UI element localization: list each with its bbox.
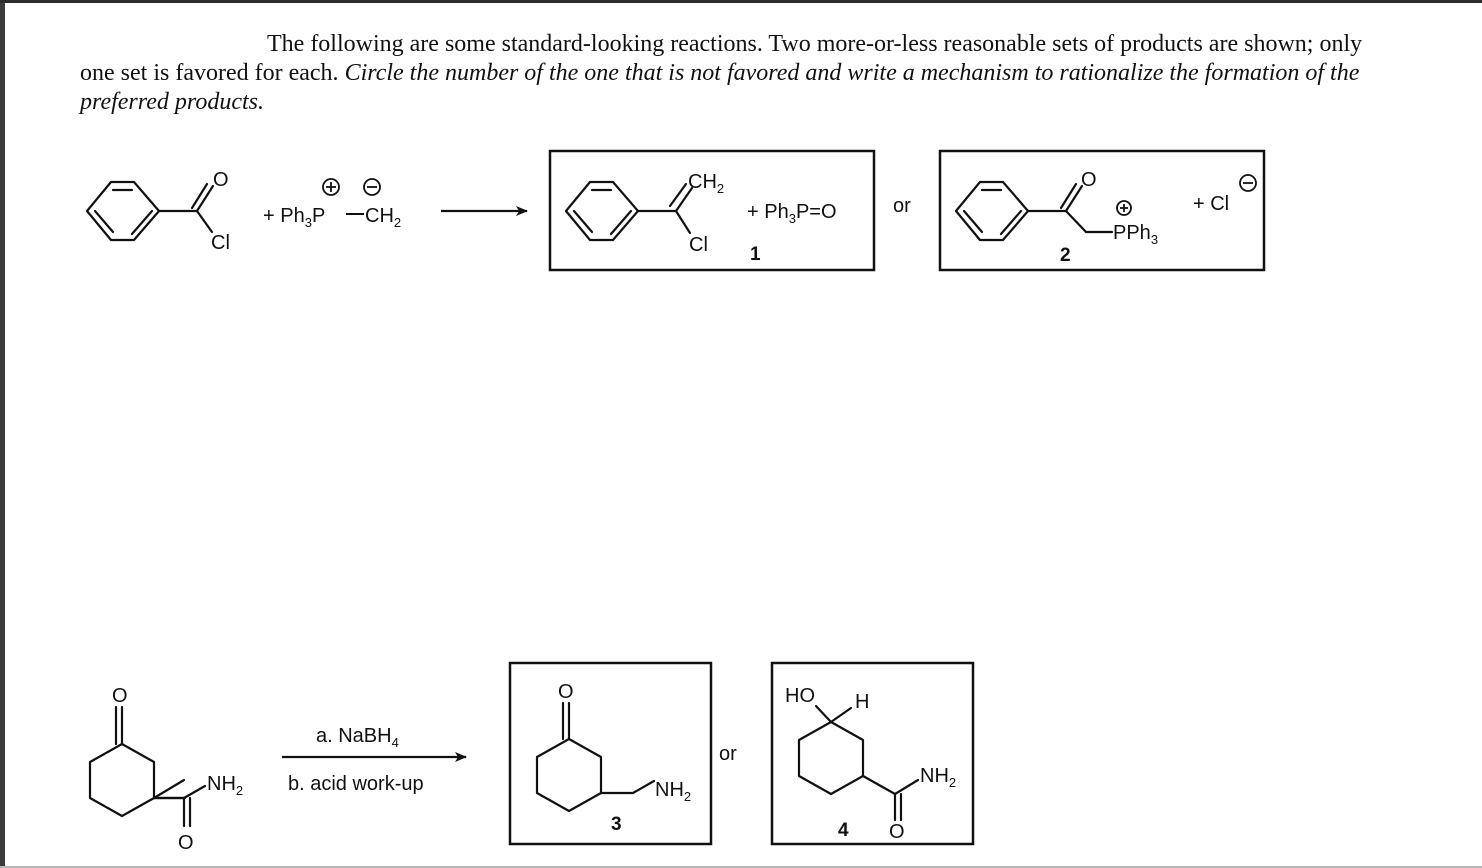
product4-nh2: NH2 [920, 765, 956, 790]
vinyl-chloride-structure [564, 180, 694, 242]
ylide-sub2: 2 [394, 215, 401, 230]
product-box-3[interactable] [508, 661, 713, 846]
oxide-sub3: 3 [789, 211, 796, 226]
amino-ketone-structure [535, 701, 656, 813]
window-top-edge [0, 0, 1482, 3]
product-number-1[interactable]: 1 [750, 244, 761, 265]
product4-amide-oxygen: O [889, 821, 905, 843]
chloride-ion: + Cl [1193, 193, 1229, 215]
reactant-carbonyl-oxygen: O [213, 169, 229, 191]
step-a-text: a. NaBH [316, 725, 392, 747]
reactant2-nh2: NH2 [207, 773, 243, 798]
reactant2-amide-oxygen: O [178, 832, 194, 854]
phosphine-oxide-formula: + Ph3P=O [747, 201, 837, 226]
reactant2-sub2: 2 [236, 783, 243, 798]
product-box-2[interactable] [938, 149, 1266, 272]
step-a-sub: 4 [392, 735, 399, 750]
oxide-ph: + Ph [747, 201, 789, 223]
product4-sub2: 2 [949, 775, 956, 790]
product3-nh: NH [655, 779, 684, 801]
reactant-chlorine: Cl [211, 232, 230, 254]
instructions-line-2-plain: one set is favored for each. [80, 60, 345, 86]
minus-charge-icon [363, 178, 381, 196]
oxide-po: P=O [796, 201, 837, 223]
hydroxy-amide-structure [797, 704, 920, 822]
phosphonium-ketone-structure [954, 180, 1114, 242]
window-left-edge [0, 0, 5, 868]
phosphonium-plus-charge-icon [1116, 200, 1132, 216]
product1-ch: CH [688, 171, 717, 193]
ylide-sub3: 3 [305, 215, 312, 230]
reactant2-ketone-oxygen: O [112, 685, 128, 707]
product1-sub2: 2 [717, 181, 724, 196]
product2-pph: PPh [1113, 222, 1151, 244]
plus-charge-icon [322, 178, 340, 196]
ylide-ch2: CH2 [365, 205, 401, 230]
product2-sub3: 3 [1151, 232, 1158, 247]
product3-sub2: 2 [684, 789, 691, 804]
product-number-2[interactable]: 2 [1060, 245, 1071, 266]
step-b-workup: b. acid work-up [288, 773, 424, 795]
keto-amide-structure [88, 705, 187, 818]
chloride-minus-charge-icon [1239, 174, 1257, 192]
product2-pph3: PPh3 [1113, 222, 1158, 247]
instructions-line-3: preferred products. [80, 89, 264, 115]
instructions-line-2-italic: Circle the number of the one that is not… [344, 60, 1360, 86]
instructions-line-1: The following are some standard-looking … [267, 31, 1363, 57]
product1-ch2: CH2 [688, 171, 724, 196]
product-box-1[interactable] [548, 149, 876, 272]
product3-nh2: NH2 [655, 779, 691, 804]
product-box-4[interactable] [770, 661, 975, 846]
ylide-ph: + Ph [263, 205, 305, 227]
ylide-reagent-formula: + Ph3P [263, 205, 325, 230]
ylide-p: P [312, 205, 325, 227]
step-a-reagent: a. NaBH4 [316, 725, 399, 750]
product1-chlorine: Cl [689, 234, 708, 256]
product-number-3[interactable]: 3 [611, 814, 622, 835]
product4-nh: NH [920, 765, 949, 787]
instructions-line-2: one set is favored for each. Circle the … [80, 59, 1450, 88]
or-label-2: or [719, 743, 737, 765]
product2-oxygen: O [1081, 169, 1097, 191]
product3-oxygen: O [558, 681, 574, 703]
product4-hydroxyl: HO [785, 685, 815, 707]
window-bottom-edge [0, 866, 1482, 868]
ylide-ch: CH [365, 205, 394, 227]
instructions-paragraph: The following are some standard-looking … [80, 30, 1450, 117]
benzoyl-chloride-structure [85, 180, 215, 242]
amide-group-structure [152, 784, 207, 828]
product-number-4[interactable]: 4 [838, 820, 849, 841]
reactant2-nh: NH [207, 773, 236, 795]
or-label-1: or [893, 195, 911, 217]
product4-hydrogen: H [855, 691, 869, 713]
